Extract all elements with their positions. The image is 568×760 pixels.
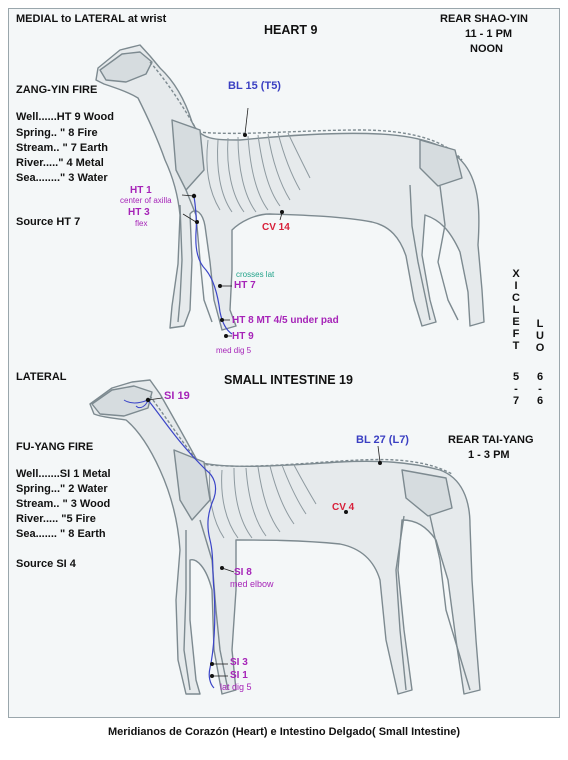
bottom-header-right-1: REAR TAI-YANG	[448, 434, 534, 446]
top-dog	[95, 44, 485, 331]
side-letter: I	[514, 280, 518, 292]
side-letter: C	[512, 292, 520, 304]
top-points-row: Sea........" 3 Water	[16, 172, 108, 184]
side-number: 7	[512, 395, 520, 407]
top-title: HEART 9	[264, 23, 318, 37]
top-points-row: Stream.. " 7 Earth	[16, 142, 109, 154]
side-number: 6	[536, 395, 544, 407]
bottom-header-right-2: 1 - 3 PM	[468, 449, 510, 461]
top-scapula	[171, 119, 205, 191]
label-crosses-lat: crosses lat	[236, 270, 275, 279]
bottom-dog	[89, 379, 481, 695]
label-si1: SI 1	[230, 670, 248, 681]
top-skull	[99, 51, 153, 83]
side-number: 5	[512, 371, 520, 383]
bottom-front-leg-bones	[183, 519, 229, 691]
top-source: Source HT 7	[16, 216, 81, 228]
label-ht1: HT 1	[130, 185, 152, 196]
bottom-dog-silhouette	[89, 379, 481, 695]
bottom-points-row: River..... "5 Fire	[16, 513, 96, 525]
label-si19: SI 19	[164, 390, 190, 402]
label-ht3-note: flex	[135, 219, 148, 228]
label-si8-note: med elbow	[230, 579, 274, 589]
label-ht9: HT 9	[232, 331, 254, 342]
bottom-ribs	[209, 464, 317, 539]
side-letter: E	[512, 316, 520, 328]
top-point-dots	[191, 133, 284, 338]
label-si1-note: lat dig 5	[220, 682, 252, 692]
top-dog-silhouette	[95, 44, 485, 331]
bottom-header-left: LATERAL	[16, 371, 67, 383]
bottom-source: Source SI 4	[16, 558, 76, 570]
bottom-title: SMALL INTESTINE 19	[224, 373, 353, 387]
side-letter: O	[535, 342, 545, 354]
label-ht1-note: center of axilla	[120, 196, 172, 205]
label-ht3: HT 3	[128, 207, 150, 218]
bottom-leader-lines	[147, 397, 381, 677]
bottom-scapula	[173, 449, 211, 521]
label-ht9-note: med dig 5	[216, 346, 252, 355]
bottom-hind-leg-bones	[395, 515, 471, 691]
top-spine	[149, 61, 463, 161]
side-letter: T	[512, 340, 520, 352]
side-number: -	[538, 383, 542, 395]
side-number: -	[514, 383, 518, 395]
bottom-spine	[149, 395, 453, 475]
side-letter: X	[512, 268, 520, 280]
side-letter: F	[512, 328, 520, 340]
bottom-element: FU-YANG FIRE	[16, 441, 94, 453]
bottom-point-dots	[145, 397, 382, 678]
side-letter: L	[512, 304, 520, 316]
bottom-points-row: Sea....... " 8 Earth	[16, 528, 106, 540]
side-letter: L	[536, 318, 544, 330]
top-header-right-2: 11 - 1 PM	[465, 28, 513, 40]
top-header-left: MEDIAL to LATERAL at wrist	[16, 13, 167, 25]
label-bl27: BL 27 (L7)	[356, 434, 409, 446]
top-points-row: River....." 4 Metal	[16, 157, 104, 169]
label-ht7: HT 7	[234, 280, 256, 291]
figure-caption: Meridianos de Corazón (Heart) e Intestin…	[107, 726, 461, 738]
side-letter: U	[536, 330, 544, 342]
label-cv14: CV 14	[262, 222, 290, 233]
label-si8: SI 8	[234, 567, 252, 578]
label-ht8: HT 8 MT 4/5 under pad	[232, 315, 339, 326]
top-points-row: Spring.. " 8 Fire	[16, 127, 98, 139]
side-number: 6	[536, 371, 544, 383]
top-header-right-3: NOON	[470, 43, 503, 55]
label-bl15: BL 15 (T5)	[228, 80, 281, 92]
top-pelvis	[419, 139, 463, 187]
bottom-points-row: Spring..." 2 Water	[16, 483, 108, 495]
top-ribs	[206, 132, 311, 213]
top-element: ZANG-YIN FIRE	[16, 84, 98, 96]
top-header-right-1: REAR SHAO-YIN	[440, 13, 529, 25]
bottom-points-row: Well.......SI 1 Metal	[16, 468, 111, 480]
label-cv4: CV 4	[332, 502, 355, 513]
label-si3: SI 3	[230, 657, 248, 668]
top-hind-leg-bones	[409, 184, 459, 321]
bottom-pelvis	[401, 469, 453, 517]
bottom-points-row: Stream.. " 3 Wood	[16, 498, 111, 510]
top-points-row: Well......HT 9 Wood	[16, 111, 114, 123]
